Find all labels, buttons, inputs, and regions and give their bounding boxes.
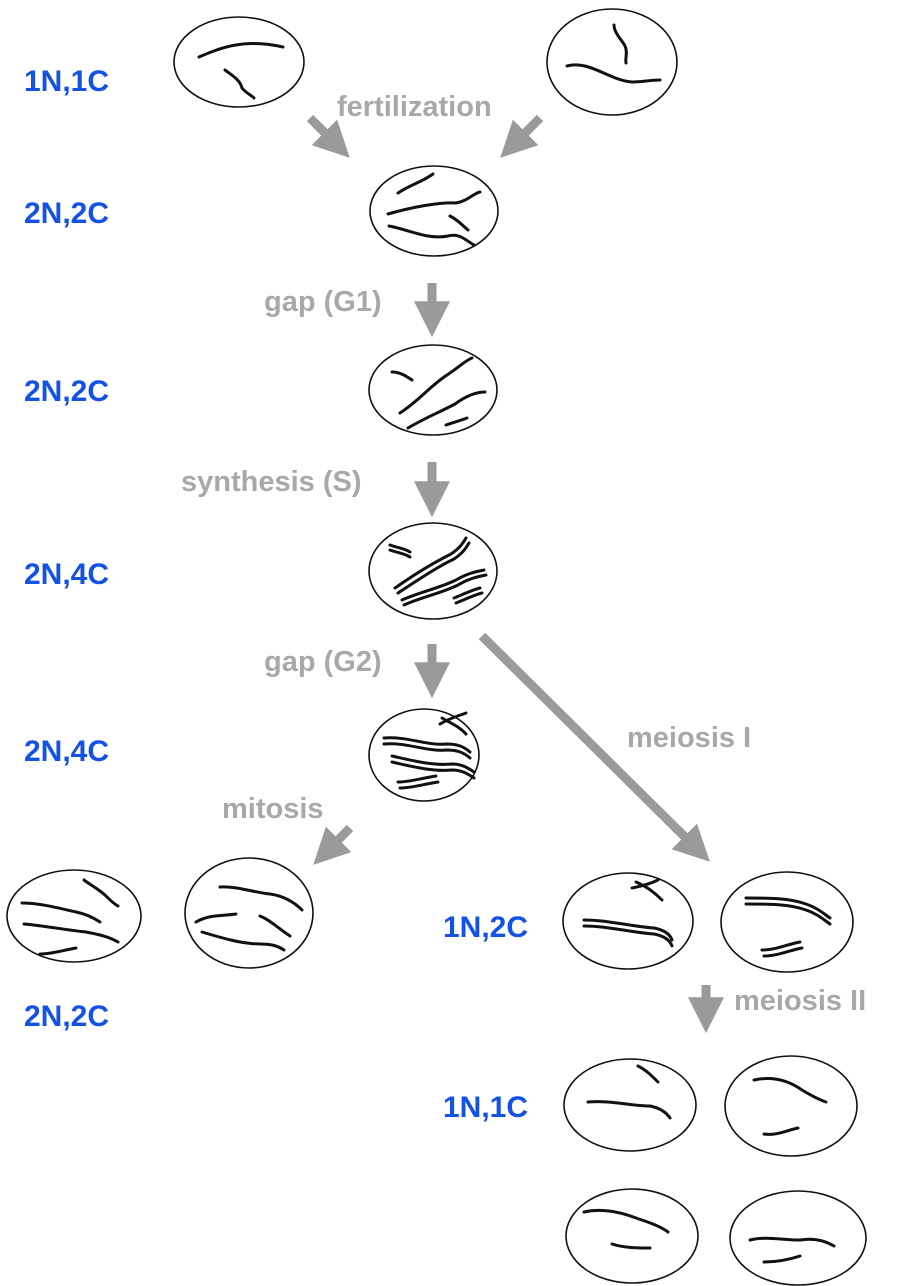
cell-zygote (369, 165, 499, 257)
step-label-fertilization: fertilization (337, 91, 492, 123)
cell-meiosis2-product-3 (565, 1188, 699, 1284)
step-label-gap-g1: gap (G1) (264, 286, 382, 318)
arrow-fertilization-left (306, 114, 350, 158)
ploidy-label-mitosis-products: 2N,2C (24, 1000, 110, 1033)
ploidy-label-g2: 2N,4C (24, 735, 110, 768)
cell-mitosis-daughter-left (6, 869, 142, 963)
ploidy-label-zygote: 2N,2C (24, 197, 110, 230)
ploidy-label-meiosis1-products: 1N,2C (443, 911, 529, 944)
ploidy-label-g1: 2N,2C (24, 375, 110, 408)
cell-meiosis2-product-1 (563, 1058, 697, 1152)
arrow-fertilization-right (500, 114, 544, 158)
ploidy-label-gametes: 1N,1C (24, 65, 110, 98)
cell-gamete-left (173, 16, 305, 108)
cell-meiosis2-product-2 (724, 1055, 858, 1157)
cell-g2 (368, 708, 480, 802)
cell-mitosis-daughter-right (184, 857, 314, 969)
cell-meiosis1-product-right (720, 871, 854, 973)
step-label-synthesis: synthesis (S) (181, 466, 362, 498)
cell-meiosis2-product-4 (729, 1190, 867, 1286)
arrow-meiosis-1 (478, 632, 710, 862)
ploidy-label-s-phase: 2N,4C (24, 558, 110, 591)
cell-gamete-right (546, 8, 678, 116)
step-label-mitosis: mitosis (222, 793, 324, 825)
ploidy-label-meiosis2-products: 1N,1C (443, 1091, 529, 1124)
cell-s-phase (368, 522, 498, 620)
cell-g1 (368, 344, 498, 436)
cell-meiosis1-product-left (562, 872, 694, 970)
step-label-gap-g2: gap (G2) (264, 646, 382, 678)
step-label-meiosis-1: meiosis I (627, 722, 752, 754)
step-label-meiosis-2: meiosis II (734, 985, 867, 1017)
arrow-mitosis (313, 824, 354, 865)
